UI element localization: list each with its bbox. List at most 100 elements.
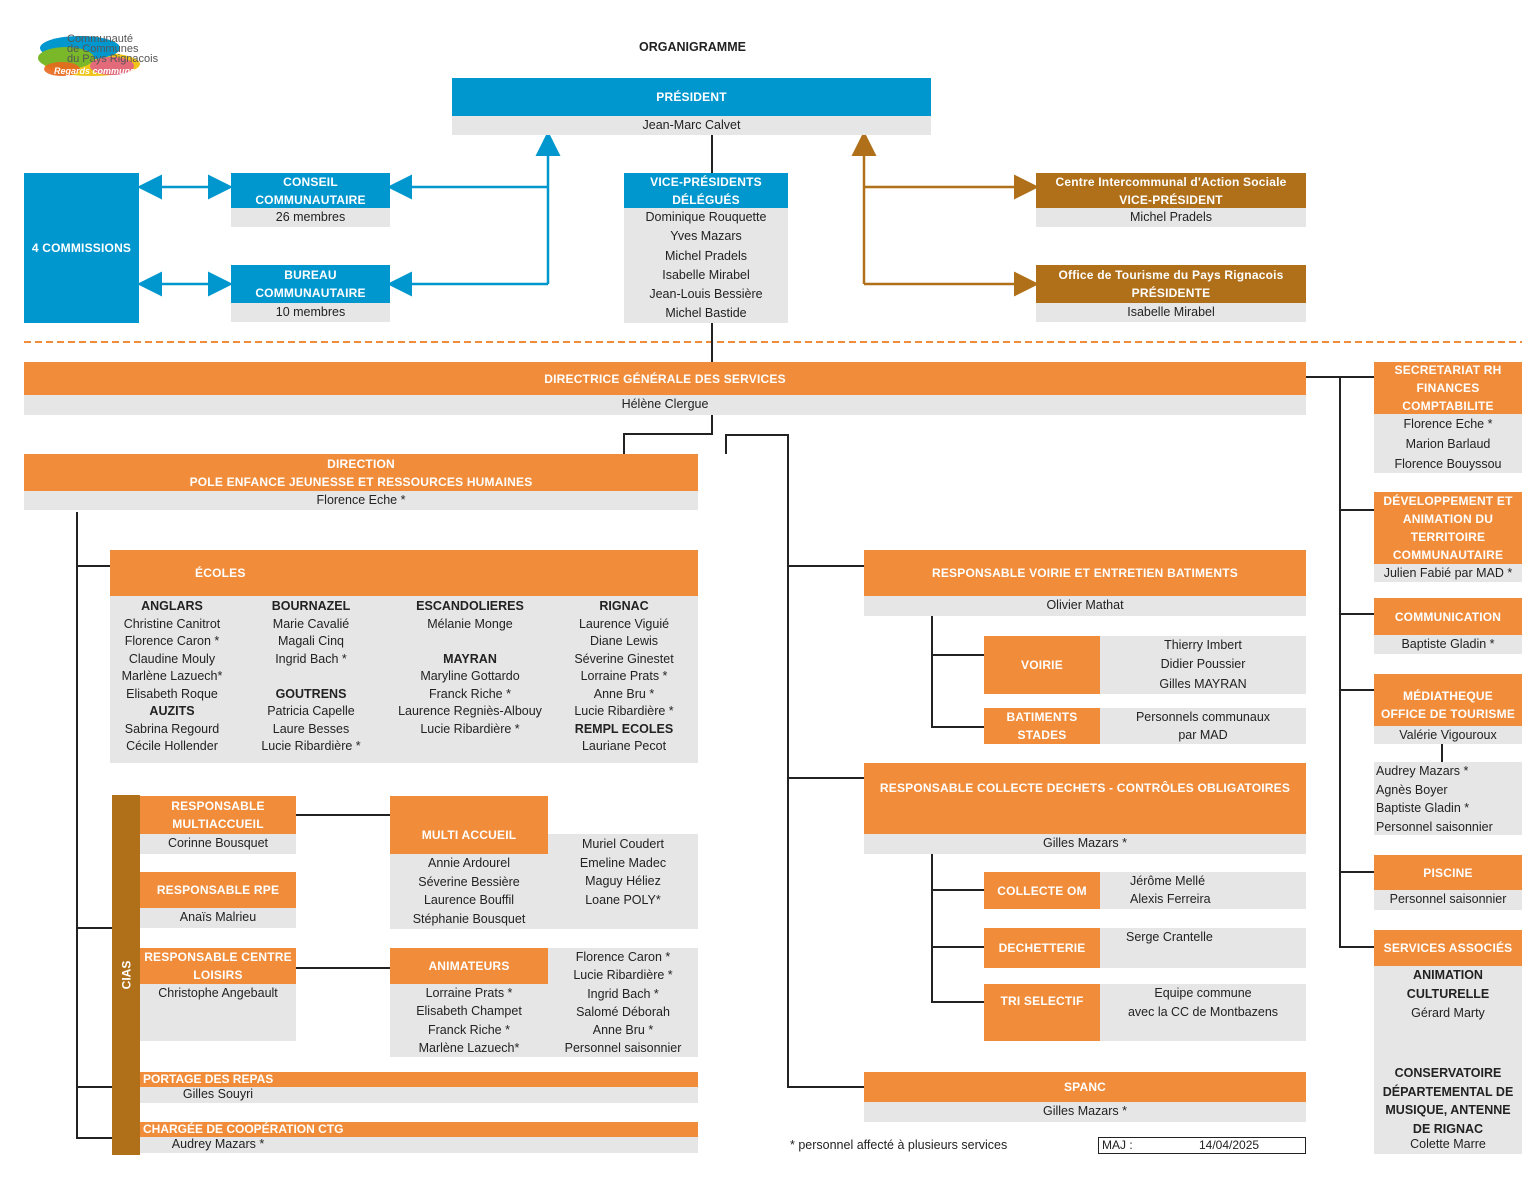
ecole-auzits-names: Sabrina Regourd Cécile Hollender — [124, 721, 220, 754]
cias-vp-name: Michel Pradels — [1036, 208, 1306, 227]
vice-presidents-header: VICE-PRÉSIDENTS DÉLÉGUÉS — [624, 173, 788, 208]
ecole-bournazel-names: Marie Cavalié Magali Cinq Ingrid Bach * — [272, 616, 350, 666]
portage-header: PORTAGE DES REPAS — [140, 1072, 698, 1087]
cias-label: CIAS — [119, 960, 134, 990]
logo-tagline: Regards communs — [54, 66, 136, 76]
cooperation-name: Audrey Mazars * — [171, 1137, 265, 1151]
ecole-col-1: ANGLARS Christine Canitrot Florence Caro… — [110, 598, 234, 756]
multi-accueil-header: MULTI ACCUEIL — [390, 796, 548, 854]
resp-loisirs-header: RESPONSABLE CENTRE LOISIRS — [140, 948, 296, 984]
ecole-col-3: ESCANDOLIERES Mélanie Monge MAYRAN Maryl… — [390, 598, 550, 738]
footnote: * personnel affecté à plusieurs services — [790, 1138, 1008, 1152]
logo-line-2: de Communes — [67, 43, 139, 55]
direction-pole-header: DIRECTION POLE ENFANCE JEUNESSE ET RESSO… — [24, 454, 698, 491]
dechetterie-header: DECHETTERIE — [984, 928, 1100, 968]
animateurs-left: Lorraine Prats * Elisabeth Champet Franc… — [416, 986, 522, 1055]
animation-culturelle-title: ANIMATION CULTURELLE — [1406, 968, 1490, 1002]
blue-connectors — [137, 131, 561, 297]
ecole-escandolieres-names: Mélanie Monge — [427, 616, 513, 631]
cooperation-header: CHARGÉE DE COOPÉRATION CTG — [140, 1122, 698, 1137]
ecole-mayran-title: MAYRAN — [443, 651, 497, 666]
batiments-header: BATIMENTS STADES — [984, 708, 1100, 744]
vice-presidents-names: Dominique Rouquette Yves Mazars Michel P… — [624, 208, 788, 323]
ecole-rempl-title: REMPL ECOLES — [574, 721, 674, 736]
collecte-om-names: Jérôme Mellé Alexis Ferreira — [1100, 872, 1306, 909]
conseil-header: CONSEIL COMMUNAUTAIRE — [231, 173, 390, 208]
tri-header: TRI SELECTIF — [984, 984, 1100, 1041]
ecole-rignac-names: Laurence Viguié Diane Lewis Séverine Gin… — [574, 616, 674, 719]
resp-multiaccueil-name: Corinne Bousquet — [140, 834, 296, 854]
ecole-anglars-title: ANGLARS — [141, 599, 203, 613]
animation-culturelle-name: Gérard Marty — [1411, 1006, 1485, 1020]
voirie-resp-name: Olivier Mathat — [864, 596, 1306, 616]
ecole-goutrens-title: GOUTRENS — [275, 686, 347, 701]
developpement-name: Julien Fabié par MAD * — [1374, 564, 1522, 582]
voirie-resp-header: RESPONSABLE VOIRIE ET ENTRETIEN BATIMENT… — [864, 550, 1306, 596]
ecole-rignac-title: RIGNAC — [599, 599, 649, 613]
dechetterie-names: Serge Crantelle — [1100, 928, 1306, 968]
president-name: Jean-Marc Calvet — [452, 116, 931, 135]
dgs-name: Hélène Clergue — [24, 395, 1306, 415]
cias-bar — [112, 795, 140, 1155]
secretariat-header: SECRETARIAT RH FINANCES COMPTABILITE — [1374, 362, 1522, 414]
brown-connectors — [851, 131, 1039, 297]
mediatheque-header: MÉDIATHEQUE OFFICE DE TOURISME — [1374, 674, 1522, 726]
piscine-name: Personnel saisonnier — [1374, 890, 1522, 910]
animateurs-header: ANIMATEURS — [390, 948, 548, 984]
conservatoire-name: Colette Marre — [1410, 1137, 1486, 1151]
mediatheque-staff: Audrey Mazars * Agnès Boyer Baptiste Gla… — [1374, 762, 1522, 835]
mediatheque-name: Valérie Vigouroux — [1374, 726, 1522, 744]
conservatoire-title: CONSERVATOIRE DÉPARTEMENTAL DE MUSIQUE, … — [1382, 1066, 1514, 1136]
maj-box: MAJ : 14/04/2025 — [1098, 1137, 1306, 1154]
spanc-name: Gilles Mazars * — [864, 1102, 1306, 1122]
communication-header: COMMUNICATION — [1374, 598, 1522, 635]
ecole-mayran-names: Maryline Gottardo Franck Riche * Laurenc… — [398, 669, 542, 736]
multi-accueil-right: Muriel Coudert Emeline Madec Maguy Hélie… — [579, 837, 667, 907]
tri-names: Equipe commune avec la CC de Montbazens — [1100, 984, 1306, 1041]
ecole-bournazel-title: BOURNAZEL — [271, 599, 351, 613]
collecte-om-header: COLLECTE OM — [984, 872, 1100, 909]
bureau-header: BUREAU COMMUNAUTAIRE — [231, 265, 390, 303]
collecte-resp-name: Gilles Mazars * — [864, 834, 1306, 854]
maj-label: MAJ : — [1102, 1138, 1133, 1152]
ecole-rempl-names: Lauriane Pecot — [581, 739, 667, 753]
ecoles-header: ÉCOLES — [110, 550, 698, 596]
ecoles-title: ÉCOLES — [195, 566, 246, 580]
portage-name: Gilles Souyri — [182, 1087, 254, 1101]
collecte-resp-header: RESPONSABLE COLLECTE DECHETS - CONTRÔLES… — [864, 763, 1306, 834]
ecole-escandolieres-title: ESCANDOLIERES — [416, 599, 524, 613]
communication-name: Baptiste Gladin * — [1374, 635, 1522, 654]
secretariat-names: Florence Eche * Marion Barlaud Florence … — [1374, 414, 1522, 473]
president-header: PRÉSIDENT — [452, 78, 931, 116]
piscine-header: PISCINE — [1374, 855, 1522, 890]
ecole-col-2: BOURNAZEL Marie Cavalié Magali Cinq Ingr… — [246, 598, 376, 756]
ecoles-body — [110, 596, 698, 763]
logo-line-3: du Pays Rignacois — [67, 53, 159, 65]
conseil-members: 26 membres — [231, 208, 390, 227]
ecole-auzits-title: AUZITS — [149, 704, 195, 718]
spanc-header: SPANC — [864, 1072, 1306, 1102]
multi-accueil-body-left — [390, 854, 548, 929]
logo-line-1: Communauté — [67, 33, 134, 45]
dgs-header: DIRECTRICE GÉNÉRALE DES SERVICES — [24, 362, 1306, 395]
direction-pole-name: Florence Eche * — [24, 491, 698, 510]
resp-rpe-header: RESPONSABLE RPE — [140, 872, 296, 908]
ecole-goutrens-names: Patricia Capelle Laure Besses Lucie Riba… — [261, 704, 361, 753]
animateurs-right: Florence Caron * Lucie Ribardière * Ingr… — [564, 950, 682, 1056]
resp-loisirs-name: Christophe Angebault — [140, 984, 296, 1041]
voirie-header: VOIRIE — [984, 636, 1100, 694]
resp-rpe-name: Anaïs Malrieu — [140, 908, 296, 928]
black-connectors — [76, 134, 1443, 1139]
tourisme-name: Isabelle Mirabel — [1036, 303, 1306, 322]
tourisme-header: Office de Tourisme du Pays Rignacois PRÉ… — [1036, 265, 1306, 303]
services-header: SERVICES ASSOCIÉS — [1374, 930, 1522, 966]
cooperation-row — [140, 1137, 698, 1153]
voirie-names: Thierry Imbert Didier Poussier Gilles MA… — [1100, 636, 1306, 694]
batiments-names: Personnels communaux par MAD — [1100, 708, 1306, 744]
bureau-members: 10 membres — [231, 303, 390, 322]
resp-multiaccueil-header: RESPONSABLE MULTIACCUEIL — [140, 796, 296, 834]
multi-accueil-left: Annie Ardourel Séverine Bessière Laurenc… — [412, 856, 526, 926]
logo: Communauté de Communes du Pays Rignacois… — [22, 26, 192, 82]
logo-shapes — [38, 36, 140, 76]
